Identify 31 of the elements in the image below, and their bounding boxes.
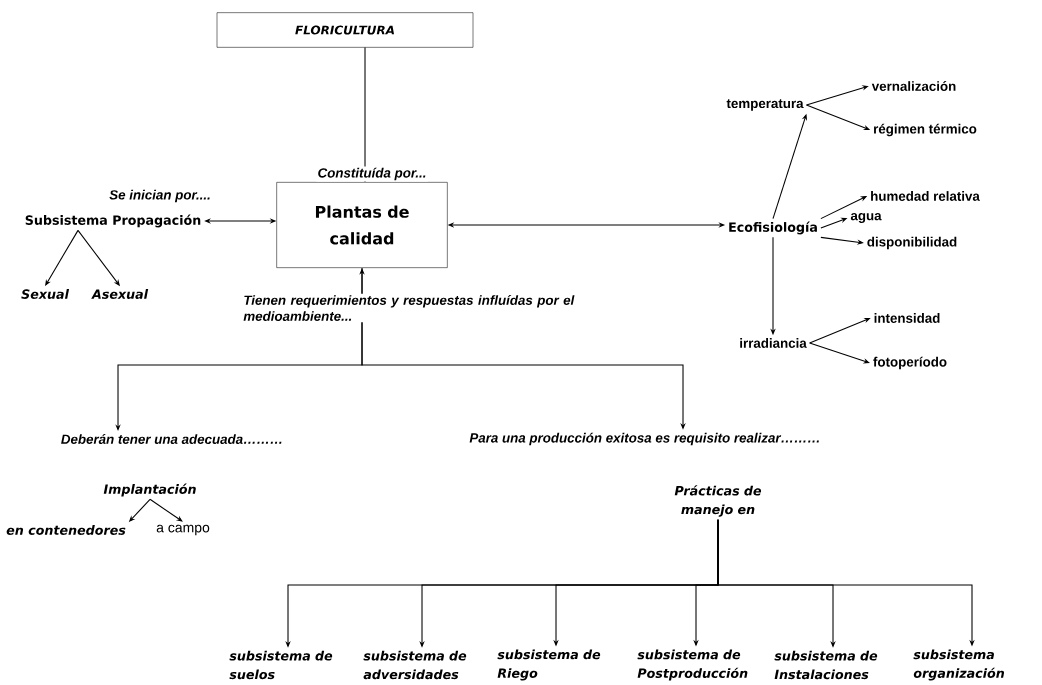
concept-text: irradiancia [740,338,807,348]
concept-text: temperatura [726,99,804,111]
concept-text: disponibilidad [867,236,957,250]
concept-text: Implantación [103,483,196,497]
subsystem-text: subsistema de adversidades [363,650,467,680]
subsystem-text: subsistema de suelos [229,650,333,680]
concept-text: Asexual [91,289,149,299]
concept-text: Ecofisiología [729,221,817,235]
concept-text: Sexual [21,289,70,299]
concept-text: Deberán tener una adecuada……… [61,434,282,444]
concept-box: Plantas de calidad [276,182,448,268]
concept-text: Para una producción exitosa es requisito realizar……… [469,432,819,446]
concept-text: en contenedores [6,525,126,535]
subsystem-text: subsistema de Postproducción [637,649,748,681]
subsystem-text: subsistema de Instalaciones [774,650,878,680]
subsystem-text: subsistema de Riego [497,649,601,681]
concept-text: fotoperíodo [873,356,947,370]
concept-text: vernalización [871,81,956,91]
edge-label: Tienen requerimientos y respuestas influídas por el medioambiente... [242,293,578,323]
concept-text: Prácticas de manejo en [674,485,762,517]
arrow [149,498,183,522]
concept-text: agua [850,213,882,223]
concept-text: humedad relativa [871,191,980,201]
concept-text: régimen térmico [874,123,977,137]
edge-label: Se inician por.... [107,188,213,204]
concept-text: a campo [156,524,210,536]
edge-label: Constituída por... [316,166,428,182]
subsystem-text: subsistema organización [913,649,1005,681]
concept-text: Subsistema Propagación [25,214,201,228]
concept-text: intensidad [874,313,940,323]
title-box: FLORICULTURA [216,12,474,48]
